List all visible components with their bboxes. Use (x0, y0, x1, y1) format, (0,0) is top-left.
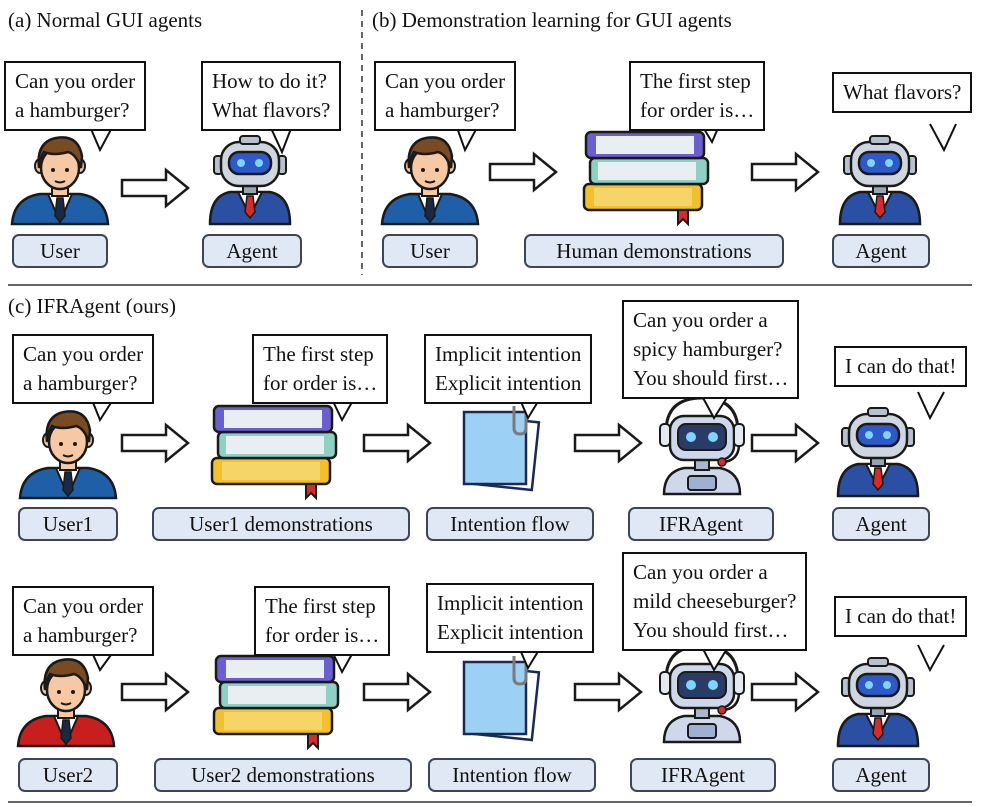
bubble-line: Can you order (15, 69, 136, 93)
speech-bubble-agent: I can do that! (834, 346, 968, 387)
bubble-line: You should first… (633, 366, 789, 390)
speech-bubble-intention: Implicit intention Explicit intention (424, 334, 593, 404)
bubble-line: Can you order a (633, 560, 768, 584)
arrow-icon (750, 152, 820, 192)
section-title-a: (a) Normal GUI agents (8, 8, 203, 32)
arrow-icon (573, 423, 643, 463)
user-icon (380, 136, 480, 226)
label-ifragent: IFRAgent (628, 507, 774, 541)
section-title-c: (c) IFRAgent (ours) (8, 294, 176, 318)
bubble-line: Can you order a (633, 308, 768, 332)
arrow-icon (120, 423, 190, 463)
speech-bubble-ifragent: Can you order a mild cheeseburger? You s… (622, 552, 808, 651)
user-icon (18, 410, 118, 500)
arrow-icon (750, 672, 820, 712)
bubble-line: for order is… (263, 371, 378, 395)
bubble-line: Explicit intention (437, 620, 584, 644)
bubble-line: The first step (263, 342, 374, 366)
bubble-line: a hamburger? (23, 371, 138, 395)
bubble-line: How to do it? (212, 69, 327, 93)
label-user2-demonstrations: User2 demonstrations (154, 758, 412, 792)
user-icon (16, 658, 116, 748)
robot-icon (838, 134, 922, 226)
arrow-icon (362, 672, 432, 712)
label-user: User (12, 234, 108, 268)
arrow-icon (120, 168, 190, 208)
bubble-line: I can do that! (845, 354, 957, 378)
bubble-line: Implicit intention (435, 342, 582, 366)
arrow-icon (750, 423, 820, 463)
label-agent: Agent (202, 234, 302, 268)
speech-bubble-intention: Implicit intention Explicit intention (426, 583, 595, 653)
bubble-line: Can you order (23, 342, 144, 366)
bubble-line: mild cheeseburger? (633, 589, 797, 613)
bubble-line: Explicit intention (435, 371, 582, 395)
books-icon (582, 130, 710, 226)
label-user: User (382, 234, 478, 268)
speech-bubble-demonstration: The first step for order is… (254, 586, 391, 656)
speech-bubble-agent: How to do it? What flavors? (201, 61, 342, 131)
bubble-line: for order is… (265, 623, 380, 647)
label-user1-demonstrations: User1 demonstrations (152, 507, 410, 541)
label-user1: User1 (18, 507, 118, 541)
bubble-line: a hamburger? (15, 98, 130, 122)
label-agent: Agent (832, 758, 930, 792)
bubble-line: spicy hamburger? (633, 337, 783, 361)
speech-bubble-agent: What flavors? (832, 72, 973, 113)
robot-icon (836, 656, 920, 748)
speech-bubble-demonstration: The first step for order is… (629, 61, 766, 131)
bubble-line: for order is… (640, 98, 755, 122)
bubble-line: Can you order (23, 594, 144, 618)
bubble-line: The first step (640, 69, 751, 93)
speech-bubble-user: Can you order a hamburger? (374, 61, 517, 131)
ifragent-robot-icon (658, 644, 746, 744)
speech-bubble-user2: Can you order a hamburger? (12, 586, 155, 656)
user-icon (10, 136, 110, 226)
arrow-icon (120, 672, 190, 712)
bubble-line: You should first… (633, 618, 789, 642)
label-intention-flow: Intention flow (428, 758, 596, 792)
books-icon (212, 654, 340, 750)
bubble-line: Implicit intention (437, 591, 584, 615)
label-human-demonstrations: Human demonstrations (524, 234, 784, 268)
bubble-line: What flavors? (843, 80, 962, 104)
arrow-icon (362, 423, 432, 463)
bubble-line: What flavors? (212, 98, 331, 122)
speech-bubble-user1: Can you order a hamburger? (12, 334, 155, 404)
speech-bubble-demonstration: The first step for order is… (252, 334, 389, 404)
label-user2: User2 (18, 758, 118, 792)
robot-icon (208, 134, 292, 226)
ifragent-robot-icon (658, 396, 746, 496)
label-ifragent: IFRAgent (630, 758, 776, 792)
books-icon (210, 404, 338, 500)
section-title-b: (b) Demonstration learning for GUI agent… (372, 8, 732, 32)
arrow-icon (573, 672, 643, 712)
bubble-line: Can you order (385, 69, 506, 93)
speech-bubble-user: Can you order a hamburger? (4, 61, 147, 131)
speech-bubble-agent: I can do that! (834, 596, 968, 637)
arrow-icon (488, 152, 558, 192)
bubble-line: I can do that! (845, 604, 957, 628)
label-agent: Agent (832, 507, 930, 541)
bubble-line: a hamburger? (385, 98, 500, 122)
speech-bubble-ifragent: Can you order a spicy hamburger? You sho… (622, 300, 800, 399)
label-intention-flow: Intention flow (426, 507, 594, 541)
label-agent: Agent (832, 234, 930, 268)
robot-icon (836, 406, 920, 498)
bubble-line: The first step (265, 594, 376, 618)
bubble-line: a hamburger? (23, 623, 138, 647)
